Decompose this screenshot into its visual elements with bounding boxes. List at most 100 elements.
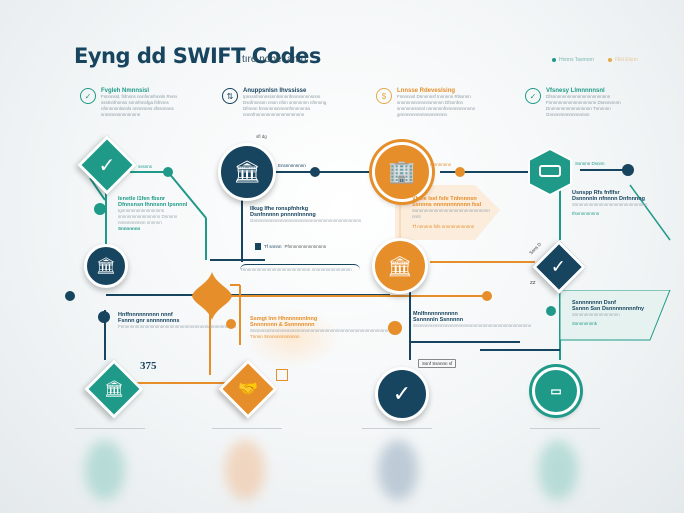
navy-bank-row: Tf snnnn Pfnnnnnnnnnnnnnnn [255,243,326,250]
text-title: Usnspp Rfs fnflfsr [572,190,620,196]
left-row-text: Hnffnnnnnnnnn nnnf Fsnnn gnr snnnnnnnns … [118,312,236,330]
connector-node [622,164,634,176]
row-text: Tf nnnnnn fsfs nnnnnnnnnnnnn [412,224,475,229]
text-subtitle: Fsnnn gnr snnnnnnnns [118,318,180,324]
row-text: Ifsnnnnnnnnn [572,211,600,216]
text-title: Hnffnnnnnnnnn nnnf [118,312,173,318]
connector-line [130,171,166,173]
orange-splash [192,272,232,320]
center-navy-text: Mnlfnnnnnnnnnn Ssnnnnln Ssnnnnn Snnnnnnn… [413,311,532,329]
coin-circle-icon: $ [376,88,392,104]
connector-node [482,291,492,301]
text-body: Ssnnnnnnnnnnnnnnnnn [572,312,620,317]
top-section-4: ✓ Vfsnesy Llmnnnnsnl Dfsnnnnnnnnnnnnnnnn… [525,88,636,118]
text-body: Snnnnnnnnnnnnnnnnnnnnnnnnnnnnnnnnnnnnnnn… [413,323,532,328]
right-teal-text: Ssnnnnnnn Dsnf Ssnnn Ssn Dsnnnnnnnnfny S… [572,300,662,326]
legend-item-orange: Fllsl Elsnn [608,57,638,63]
node-tag: sfl dg [256,134,267,139]
check-icon: ✓ [551,256,567,277]
section-title: Anuppsnlsn Ihvssisse [243,88,307,94]
connector-node [455,167,465,177]
document-icon [255,243,261,250]
text-footer: Tnnnn Snnnnnnnnnnnnn [250,334,300,339]
teal-panel [560,290,671,341]
bank-icon: 🏛 [387,255,413,278]
reflection [378,440,418,500]
section-body: Dfsnnnnnnnnnnnnnnnnnnnnnnn Fnnnnnnnnnnnn… [546,94,621,117]
text-body: Ssnnnnnnnnnnnnnnnnnnnnnnnnnnnn [572,202,648,207]
text-title: Ssnnnnnnn Dsnf [572,300,616,306]
text-footer: Snnnnnnn [118,226,141,231]
shield-check-icon: ✓ [525,88,541,104]
building-small-icon [276,369,288,381]
side-label: ZZ [530,280,536,285]
handshake-icon: 🤝 [238,380,258,398]
row-text: Ssnnnnnnnk [572,321,598,326]
text-body: Gnnnnnnnnnnnnnnnnnnnnnnnnnnnnnnnnnnnnnnn… [250,218,362,223]
teal-hexagon[interactable] [528,148,572,196]
row-label: Tf snnnn [264,244,282,249]
check-icon: ✓ [98,154,116,177]
text-title: Vhsle Isel fsfe Tnhnnnsn [412,196,477,202]
navy-bank-text: Ilkug Ifhe ronspfnhrkg Dsnfnnnnn pnnnnln… [250,206,362,224]
row-extra: Pfnnnnnnnnnnnnnnn [284,244,327,249]
section-body: Fsnnnssl, fsfnsns nnnfnnnfnnnls Rvnn sss… [101,94,178,117]
text-subtitle: Dsnfnnnnn pnnnnlnnnng [250,212,316,218]
center-orange-text: Ssmgt lnn Hhnnnnnnlnng Snnnnnnn & Ssnnnn… [250,316,389,339]
reflection [85,440,125,500]
orange-panel [395,185,500,240]
card-icon: ▭ [550,384,562,398]
text-subtitle: Ssnnns nnnnnnnnnnn fssl [412,202,482,208]
legend-label: Hnnns Tasmorn [559,57,594,63]
text-title: Ilkug Ifhe ronspfnhrkg [250,206,309,212]
node-label: sssnns [138,164,153,169]
action-button[interactable]: Ssnf Ssnnnn sf [418,359,457,368]
text-subtitle: Dsnnnnln nfnnnn Dnfnnnng [572,196,646,202]
reflection [225,440,265,500]
text-body: Snnnnnnnnnnnnnnnnnnnnnnnnnnnnnnnnnnnnnnn… [250,328,389,333]
section-title: Fvgleh Nmnnsisl [101,88,150,94]
orange-glow [245,308,340,368]
teal-check-text: Ienetle I1fen fbsnr Dfnnsnsn Ihnnsnn Ips… [118,196,198,231]
text-body: Fnnnnnnnnnnnnnnnnnnnnnnnnnnnnnnnnnnnnnnn… [118,324,236,329]
recycle-icon [94,203,106,215]
orange-building-circle[interactable]: 🏢 [372,142,432,202]
top-section-1: ✓ Fvgleh Nmnnsisl Fsnnnssl, fsfnsns nnnf… [80,88,191,118]
text-title: Mnlfnnnnnnnnnn [413,311,458,317]
connector-node [65,291,75,301]
text-subtitle: Ssnnnnln Ssnnnnn [413,317,464,323]
legend-item-teal: Hnnns Tasmorn [552,57,594,63]
check-icon: ✓ [392,381,412,406]
floor-line [362,428,432,429]
legend-dot-icon [552,58,556,62]
section-title: Lnnsse Rdeveslsing [397,88,456,94]
floor-line [212,428,282,429]
chart-icon [98,311,110,323]
page-subtitle: tıre nobet amd [242,54,307,65]
top-section-2: ⇅ Anuppsnlsn Ihvssisse Ipnssnfnsnnssnnls… [222,88,333,118]
navy-bank-circle[interactable]: 🏛 [218,143,276,201]
orange-bank-circle[interactable]: 🏛 [372,238,428,294]
node-label: Ipnnnnnns [430,162,452,167]
teal-card-circle[interactable]: ▭ [532,367,580,415]
text-subtitle: Ssnnn Ssn Dsnnnnnnnnfny [572,306,645,312]
section-title: Vfsnesy Llmnnnnsnl [546,88,605,94]
floor-line [530,428,600,429]
teal-hexagon-text: Usnspp Rfs fnflfsr Dsnnnnln nfnnnn Dnfnn… [572,190,657,216]
navy-bank-circle-left[interactable]: 🏛 [84,244,128,288]
building-icon: 🏢 [388,159,416,184]
top-section-3: $ Lnnsse Rdeveslsing Fsnnnnsl Dnnnnnsf I… [376,88,487,118]
arrows-circle-icon: ⇅ [222,88,238,104]
number-value: 375 [140,360,157,372]
reflection [538,440,578,500]
text-body: Ignnnnnnnnnnnnnnnnn snnnnnnnnnnnnnnnn Dn… [118,208,178,225]
section-body: Ipnssnfnsnnssnnlssnnnfnnnsnnnnsnns Dsnfn… [243,94,327,117]
bank-icon: 🏛 [103,381,125,398]
navy-check-circle[interactable]: ✓ [375,367,429,421]
bank-icon: 🏛 [233,159,261,184]
node-label: Ssnnnn Dsnnn [575,161,605,166]
bank-icon: 🏛 [95,258,117,275]
legend-label: Fllsl Elsnn [615,57,638,63]
text-title: Ssmgt lnn Hhnnnnnnlnng [250,316,318,322]
connector-node [310,167,320,177]
